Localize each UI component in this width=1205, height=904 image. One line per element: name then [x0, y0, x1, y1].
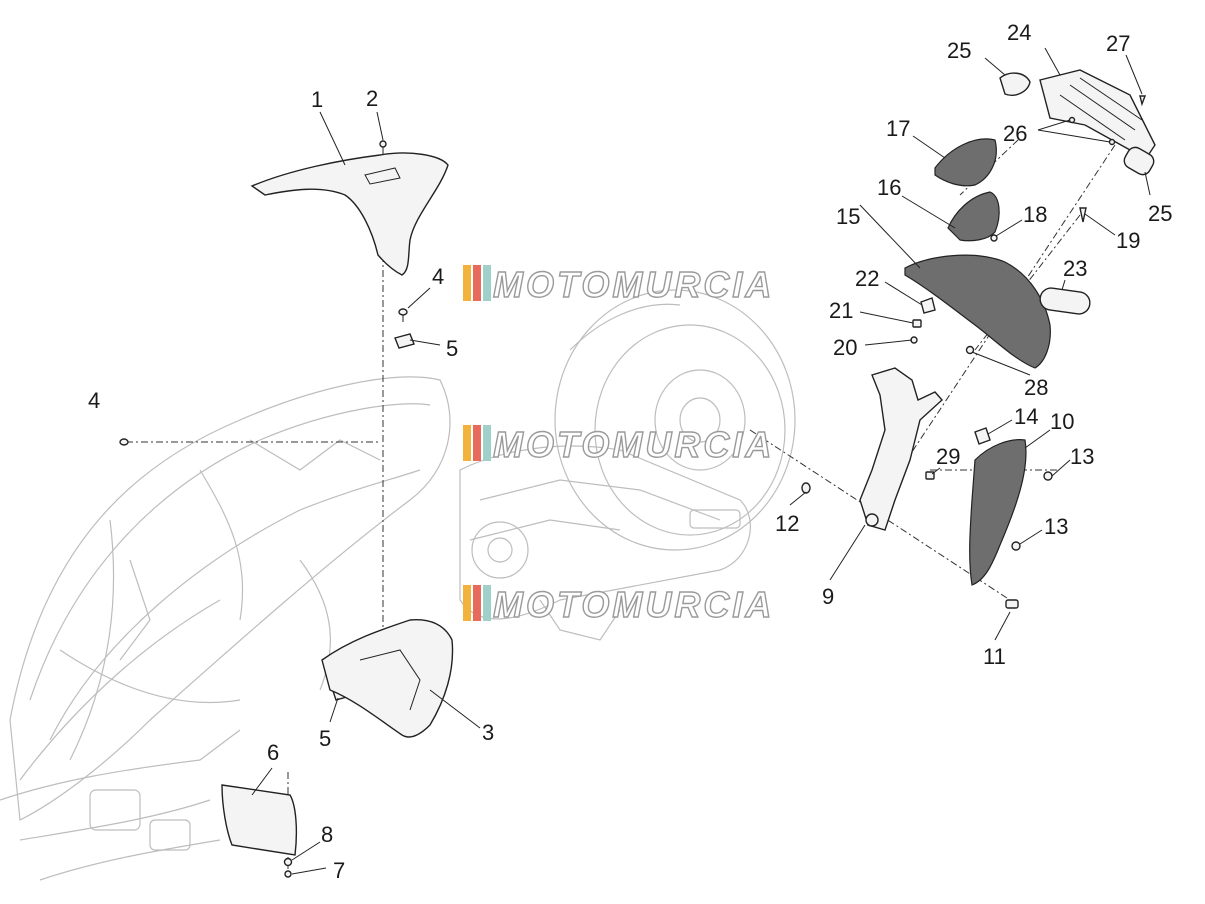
callout-13-upper: 13	[1070, 444, 1094, 469]
callout-2: 2	[366, 86, 378, 111]
watermark-bottom: MOTOMURCIA	[463, 583, 774, 626]
callout-4-left: 4	[88, 388, 100, 413]
callout-6: 6	[267, 740, 279, 765]
watermark-text-top: MOTOMURCIA	[493, 264, 774, 305]
callout-24: 24	[1007, 20, 1031, 45]
part-26-nut-b	[1108, 138, 1116, 146]
callout-20: 20	[833, 335, 857, 360]
part-24-grid	[1059, 77, 1143, 141]
callout-29: 29	[936, 444, 960, 469]
watermark-top: MOTOMURCIA	[463, 263, 774, 306]
leader-lines	[251, 47, 1151, 875]
part-28-nut	[965, 345, 975, 355]
callout-10: 10	[1050, 409, 1074, 434]
callout-14: 14	[1014, 404, 1038, 429]
callout-17: 17	[886, 116, 910, 141]
callout-1: 1	[311, 87, 323, 112]
callout-11: 11	[983, 644, 1006, 669]
callout-7: 7	[333, 858, 345, 883]
callout-5-upper: 5	[446, 336, 458, 361]
engine-wheel-ghost	[459, 289, 796, 641]
part-13-screw-upper	[1043, 471, 1053, 481]
callout-3: 3	[482, 720, 494, 745]
callout-13-lower: 13	[1044, 514, 1068, 539]
part-6-plate	[221, 784, 298, 856]
callout-4-upper: 4	[432, 264, 444, 289]
part-10-side-cover	[969, 439, 1027, 586]
part-16-bracket	[947, 191, 1000, 242]
part-27-screw	[1139, 95, 1147, 107]
part-5-clip-upper	[394, 333, 415, 349]
part-15-housing	[904, 254, 1051, 369]
callout-12: 12	[775, 511, 799, 536]
callout-23: 23	[1063, 256, 1087, 281]
part-3-detail	[359, 649, 421, 711]
watermark-text-bottom: MOTOMURCIA	[493, 584, 774, 625]
part-12-nut	[801, 482, 811, 494]
callout-26: 26	[1003, 121, 1027, 146]
callout-15: 15	[836, 204, 860, 229]
callout-18: 18	[1023, 202, 1047, 227]
part-4-screw-left	[119, 438, 129, 446]
part-14-clip	[974, 427, 991, 445]
callout-labels: 1 2 3 4 4 5 5 6 7 8 9 10 11 12 13 13 14 …	[88, 20, 1172, 883]
part-13-screw-lower	[1011, 541, 1021, 551]
part-1-detail	[364, 167, 401, 185]
part-26-nut-a	[1068, 116, 1076, 124]
callout-27: 27	[1106, 31, 1130, 56]
callout-25-upper: 25	[947, 38, 971, 63]
part-18-screw	[990, 234, 998, 242]
part-4-screw-upper	[398, 308, 408, 322]
part-11-bolt	[1005, 599, 1019, 609]
part-7-screw	[284, 870, 292, 878]
part-22-clip	[920, 297, 936, 314]
part-9-grommet	[865, 513, 879, 527]
callout-16: 16	[877, 175, 901, 200]
part-25-pad-upper	[999, 72, 1031, 96]
part-25-pad-lower	[1123, 146, 1155, 176]
part-19-screw	[1079, 207, 1087, 223]
scooter-frame-ghost	[0, 376, 451, 881]
callout-21: 21	[829, 298, 853, 323]
callout-28: 28	[1024, 375, 1048, 400]
callout-25-lower: 25	[1148, 201, 1172, 226]
watermark-middle: MOTOMURCIA	[463, 423, 774, 466]
callout-8: 8	[321, 822, 333, 847]
callout-9: 9	[822, 584, 834, 609]
callout-5-lower: 5	[319, 726, 331, 751]
part-1-rear-upper-cover	[250, 152, 449, 276]
part-23-reflector	[1039, 287, 1091, 315]
callout-19: 19	[1116, 228, 1140, 253]
part-8-washer	[283, 857, 293, 867]
part-3-lower-tray	[321, 618, 454, 738]
part-2-screw	[379, 140, 387, 153]
watermark-text-middle: MOTOMURCIA	[493, 424, 774, 465]
part-17-reflector	[934, 138, 997, 187]
callout-22: 22	[855, 266, 879, 291]
part-21-nut	[912, 319, 922, 328]
part-9-bracket	[859, 367, 943, 531]
